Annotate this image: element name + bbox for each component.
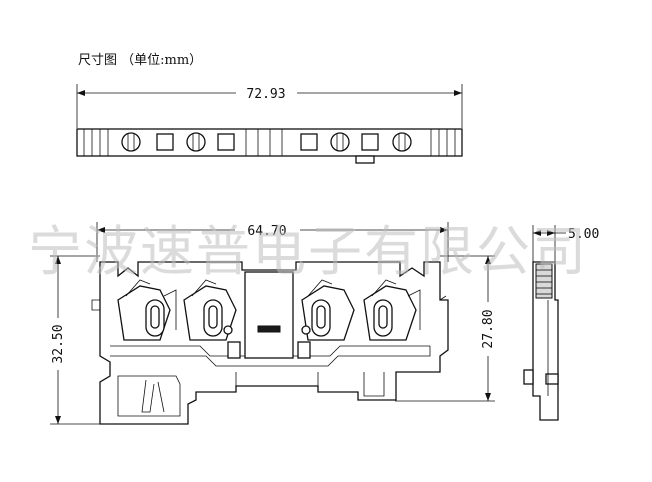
dim-total-height: 32.50 [51, 324, 66, 363]
top-view-opening-1 [156, 133, 174, 151]
side-view: 5.00 [523, 225, 599, 421]
spring-clamp-2 [183, 279, 237, 341]
top-view-opening-4 [361, 133, 379, 151]
center-clip-left [227, 341, 241, 359]
dim-overall-length: 72.93 [246, 87, 285, 102]
side-view-top-ribs [535, 263, 553, 299]
dim-inner-height: 27.80 [481, 309, 496, 348]
arrow-left [77, 90, 85, 96]
top-view-screw-2 [186, 132, 206, 152]
front-view-center-partition [244, 271, 294, 359]
center-clip-right [297, 341, 311, 359]
dim-thickness: 5.00 [568, 227, 599, 242]
top-view-tab [355, 155, 375, 164]
top-view-screw-1 [121, 132, 141, 152]
top-view-ribs-left [83, 129, 109, 156]
top-view-ribs-right [430, 129, 456, 156]
spring-clamp-1 [117, 279, 177, 341]
side-view-clip-right [545, 373, 559, 385]
dim-inner-length: 64.70 [247, 224, 286, 239]
top-view-opening-2 [217, 133, 235, 151]
spring-clamp-3 [301, 279, 355, 341]
drawing-title: 尺寸图 （单位:mm） [78, 53, 202, 68]
top-view-opening-3 [300, 133, 318, 151]
front-view: 64.70 32.50 27.80 [50, 222, 496, 425]
din-foot-left [117, 375, 181, 417]
side-view-clip-left [523, 369, 534, 385]
top-view-screw-3 [330, 132, 350, 152]
top-view: 72.93 [76, 84, 463, 164]
company-watermark: 宁波速普电子有限公司 [28, 220, 588, 283]
top-view-screw-4 [392, 132, 412, 152]
arrow-right [454, 90, 462, 96]
spring-clamp-4 [363, 279, 421, 341]
din-latch [141, 379, 155, 413]
label-slot [257, 325, 281, 333]
